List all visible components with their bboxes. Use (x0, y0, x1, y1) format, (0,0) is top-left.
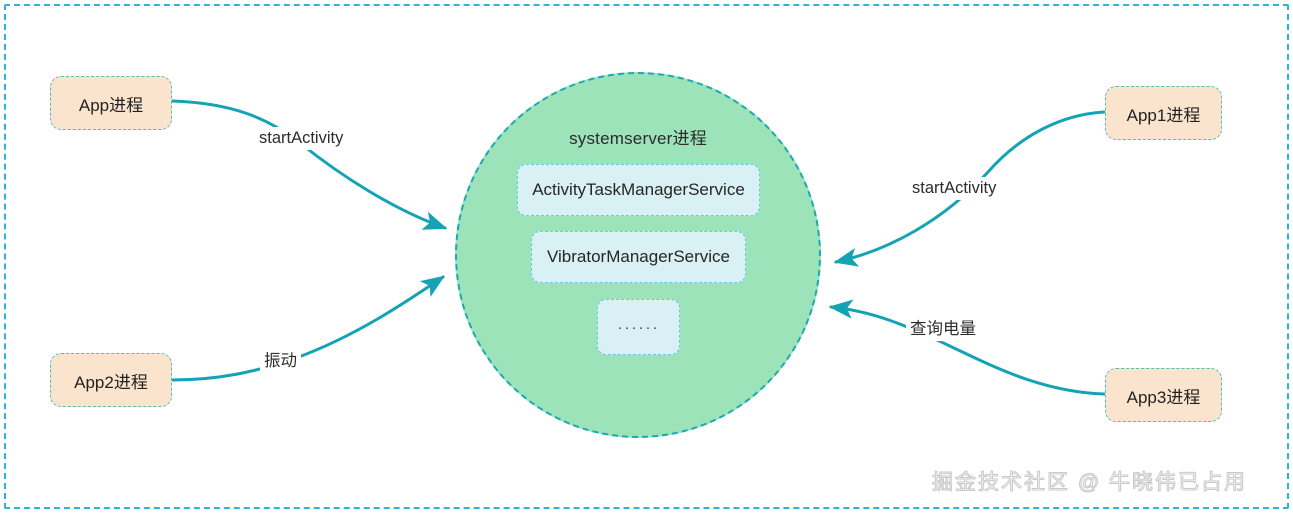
systemserver-title: systemserver进程 (569, 129, 707, 148)
edge-label-start-activity-left: startActivity (255, 127, 348, 150)
edge-app-to-systemserver (170, 99, 448, 230)
process-label: App进程 (78, 95, 144, 115)
process-box-app2[interactable]: App2进程 (50, 353, 172, 407)
service-label: VibratorManagerService (547, 247, 730, 266)
service-box-activity-task-manager[interactable]: ActivityTaskManagerService (517, 164, 760, 216)
edge-label-query-battery: 查询电量 (906, 318, 980, 341)
process-box-app3[interactable]: App3进程 (1105, 368, 1222, 422)
process-label: App1进程 (1126, 105, 1201, 125)
service-box-ellipsis[interactable]: ······ (597, 299, 680, 355)
watermark-text: 掘金技术社区 @ 牛晓伟已占用 (932, 471, 1247, 495)
edge-label-vibrate: 振动 (260, 350, 301, 373)
edge-app3-to-systemserver (828, 299, 1106, 396)
edge-app1-to-systemserver (833, 110, 1106, 267)
service-label: ······ (617, 318, 660, 336)
process-label: App3进程 (1126, 387, 1201, 407)
edge-label-start-activity-right: startActivity (908, 177, 1001, 200)
edge-app2-to-systemserver (170, 275, 445, 382)
process-box-app[interactable]: App进程 (50, 76, 172, 130)
service-label: ActivityTaskManagerService (532, 180, 745, 199)
process-box-app1[interactable]: App1进程 (1105, 86, 1222, 140)
process-label: App2进程 (74, 372, 148, 392)
service-box-vibrator-manager[interactable]: VibratorManagerService (531, 231, 746, 283)
